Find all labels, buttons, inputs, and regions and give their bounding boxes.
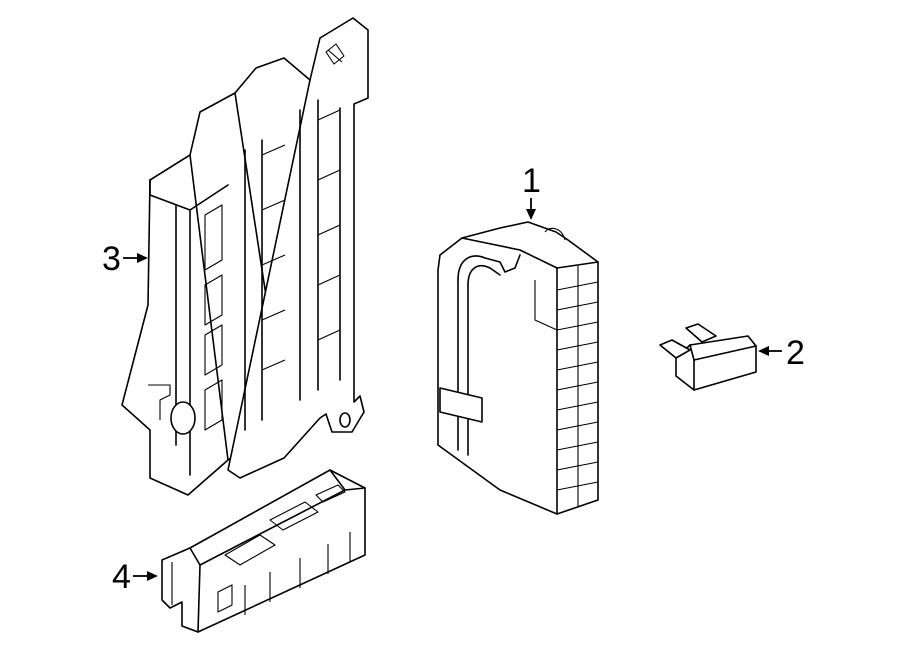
part-1-cover[interactable] — [437, 221, 599, 515]
callout-1-label: 1 — [522, 162, 541, 200]
callout-1: 1 — [522, 162, 541, 220]
part-2-fuse[interactable] — [659, 323, 757, 391]
callout-2-label: 2 — [786, 334, 805, 372]
callout-3: 3 — [102, 240, 148, 278]
callout-4-label: 4 — [112, 558, 131, 596]
part-4-holder[interactable] — [161, 469, 366, 633]
part-3-bracket[interactable] — [121, 17, 369, 496]
cover-grid — [534, 266, 599, 506]
callout-2: 2 — [758, 334, 805, 372]
callout-4: 4 — [112, 558, 158, 596]
callout-3-label: 3 — [102, 240, 121, 278]
